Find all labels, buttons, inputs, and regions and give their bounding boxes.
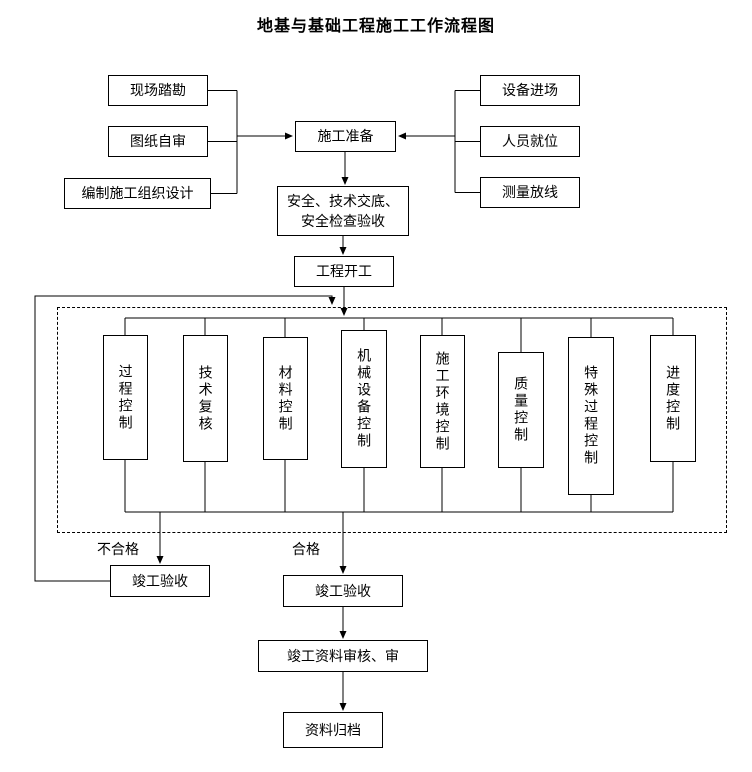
box-process-control: 过程控制: [103, 335, 148, 460]
box-progress-control: 进度控制: [650, 335, 696, 462]
box-technical-recheck: 技术复核: [183, 335, 228, 462]
left-input-connectors: [208, 90, 293, 194]
box-material-control: 材料控制: [263, 337, 308, 460]
control-group-region: [57, 307, 727, 533]
label-fail-branch: 不合格: [95, 539, 141, 559]
box-personnel-in-place: 人员就位: [480, 126, 580, 157]
box-construction-environment-control: 施工环境控制: [420, 335, 465, 468]
box-special-process-control: 特殊过程控制: [568, 337, 614, 495]
box-project-start: 工程开工: [294, 256, 394, 287]
box-safety-technical-disclosure: 安全、技术交底、 安全检查验收: [277, 186, 409, 236]
box-drawing-self-review: 图纸自审: [108, 126, 208, 157]
label-pass-branch: 合格: [290, 539, 322, 559]
box-site-survey: 现场踏勘: [108, 75, 208, 106]
right-input-connectors: [398, 90, 480, 193]
box-equipment-entry: 设备进场: [480, 75, 580, 106]
box-completion-acceptance-fail: 竣工验收: [110, 565, 210, 597]
box-completion-documents-review: 竣工资料审核、审: [258, 640, 428, 672]
box-machinery-equipment-control: 机械设备控制: [341, 330, 387, 468]
box-document-archiving: 资料归档: [283, 712, 383, 748]
box-survey-setting-out: 测量放线: [480, 177, 580, 208]
box-construction-preparation: 施工准备: [295, 121, 396, 152]
box-construction-organization-design: 编制施工组织设计: [64, 178, 211, 209]
box-quality-control: 质量控制: [498, 352, 544, 468]
box-completion-acceptance-pass: 竣工验收: [283, 575, 403, 607]
page-title: 地基与基础工程施工工作流程图: [256, 18, 495, 35]
